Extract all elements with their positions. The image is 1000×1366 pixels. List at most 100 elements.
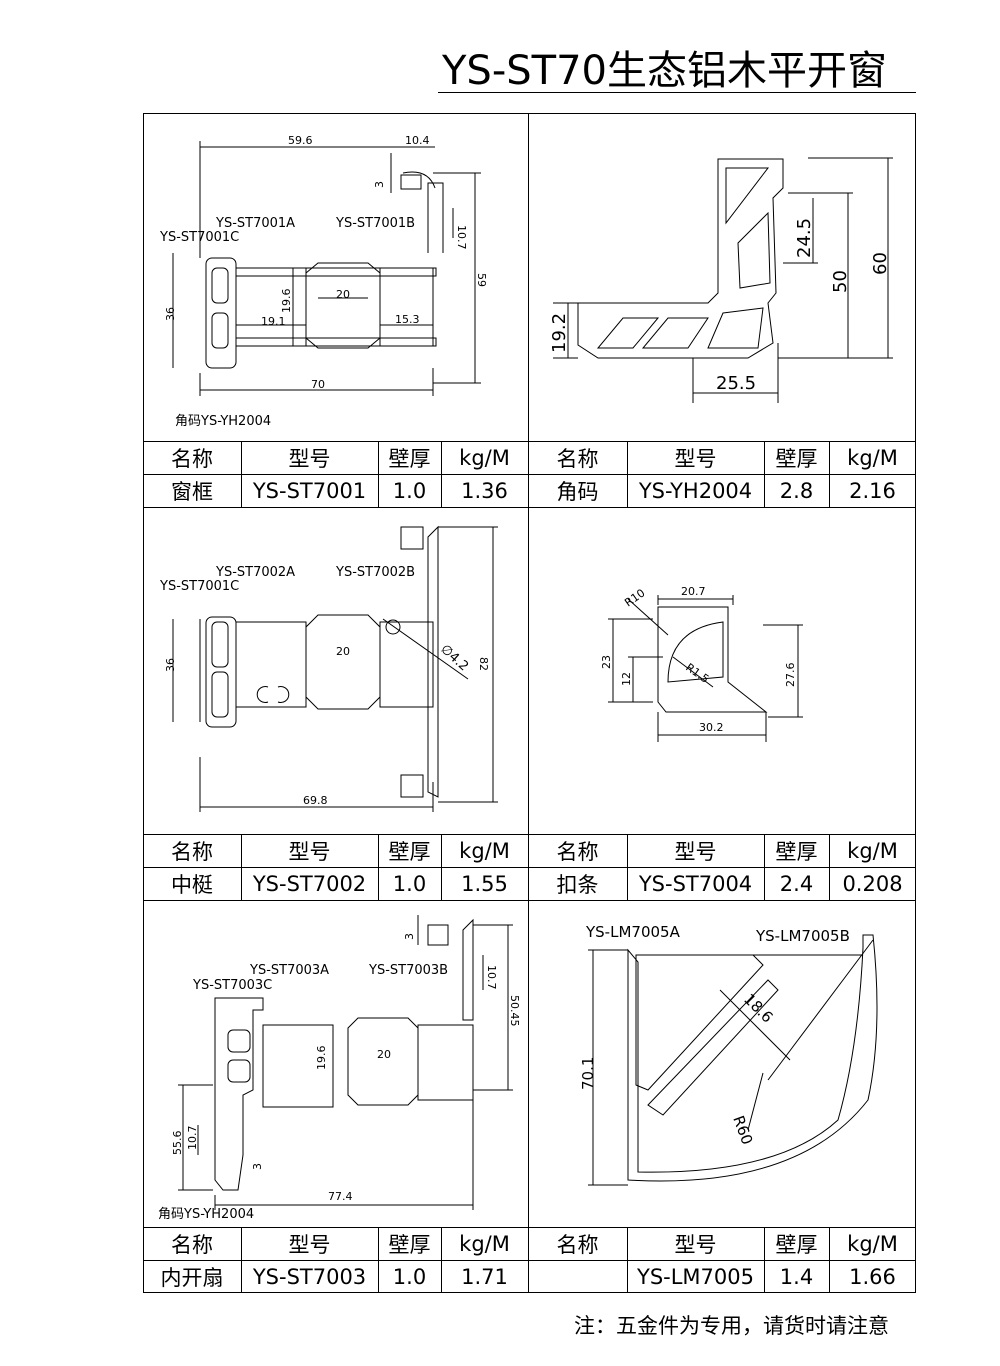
footer-note: 注：五金件为专用，请货时请注意 <box>574 1314 889 1338</box>
header-weight: kg/M <box>459 445 510 470</box>
header-thickness: 壁厚 <box>775 446 818 471</box>
dim-label: 19.1 <box>261 315 286 328</box>
dim-label: 3 <box>251 1163 264 1170</box>
dim-label: 10.7 <box>455 225 468 250</box>
header-name: 名称 <box>171 1232 213 1257</box>
dim-label: 36 <box>164 658 177 672</box>
row-thickness: 2.8 <box>779 478 814 503</box>
row-name: 窗框 <box>171 479 213 504</box>
dim-label: 23 <box>600 655 613 669</box>
dim-label: 50 <box>830 270 851 293</box>
dim-label: 77.4 <box>328 1190 353 1203</box>
divider <box>378 1227 379 1293</box>
divider <box>627 834 628 900</box>
row-weight: 1.55 <box>461 871 508 896</box>
dim-label: 3 <box>373 181 386 188</box>
part-label: YS-ST7003A <box>249 963 329 978</box>
dim-label: 20 <box>336 645 350 658</box>
row-weight: 1.66 <box>849 1264 896 1289</box>
divider <box>143 507 916 508</box>
dim-label: 25.5 <box>716 373 756 394</box>
divider <box>378 834 379 900</box>
divider <box>143 867 916 868</box>
part-label: YS-ST7001A <box>215 216 295 231</box>
divider <box>241 834 242 900</box>
divider <box>441 1227 442 1293</box>
header-weight: kg/M <box>847 1231 898 1256</box>
header-thickness: 壁厚 <box>775 1232 818 1257</box>
divider <box>829 1227 830 1293</box>
divider <box>143 441 916 442</box>
dim-label: 3 <box>403 933 416 940</box>
divider <box>241 1227 242 1293</box>
frame-profile-drawing: 59.6 10.4 3 10.7 59 36 19.6 20 19.1 15.3… <box>159 134 488 429</box>
row-weight: 0.208 <box>842 871 903 896</box>
divider <box>441 441 442 507</box>
dim-label: 27.6 <box>784 663 797 688</box>
header-model: 型号 <box>674 839 717 864</box>
row-thickness: 1.0 <box>392 1264 427 1289</box>
divider <box>627 441 628 507</box>
center-divider <box>528 113 529 1293</box>
header-thickness: 壁厚 <box>388 839 431 864</box>
dim-label: 19.6 <box>280 289 293 314</box>
dim-label: 60 <box>870 252 891 275</box>
divider <box>829 834 830 900</box>
divider <box>378 441 379 507</box>
row-model: YS-ST7003 <box>252 1264 367 1289</box>
part-label: YS-ST7003C <box>192 978 272 993</box>
part-label: YS-ST7002B <box>335 565 415 580</box>
header-weight: kg/M <box>459 1231 510 1256</box>
divider <box>241 441 242 507</box>
header-model: 型号 <box>288 839 331 864</box>
dim-label: R10 <box>622 586 647 609</box>
header-thickness: 壁厚 <box>775 839 818 864</box>
dim-label: 59 <box>475 273 488 287</box>
dim-label: 18.6 <box>740 990 776 1026</box>
row-thickness: 1.0 <box>392 478 427 503</box>
row-model: YS-LM7005 <box>637 1264 754 1289</box>
header-weight: kg/M <box>459 838 510 863</box>
row-thickness: 1.4 <box>779 1264 814 1289</box>
dim-label: 30.2 <box>699 721 724 734</box>
title-underline <box>438 92 916 93</box>
part-label: YS-ST7001C <box>159 230 239 245</box>
divider <box>627 1227 628 1293</box>
corner-key-drawing: 24.5 50 60 19.2 25.5 <box>549 157 893 403</box>
row-model: YS-ST7001 <box>252 478 367 503</box>
divider <box>143 474 916 475</box>
row-thickness: 1.0 <box>392 871 427 896</box>
header-model: 型号 <box>288 446 331 471</box>
row-model: YS-ST7002 <box>252 871 367 896</box>
dim-label: 20 <box>377 1048 391 1061</box>
header-thickness: 壁厚 <box>388 446 431 471</box>
divider <box>143 1227 916 1228</box>
dim-label: 70 <box>311 378 325 391</box>
divider <box>143 1260 916 1261</box>
header-thickness: 壁厚 <box>388 1232 431 1257</box>
row-name: 中梃 <box>171 872 213 897</box>
dim-label: 15.3 <box>395 313 420 326</box>
mullion-profile-drawing: 36 20 ∅4.2 82 69.8 YS-ST7002A YS-ST7002B… <box>159 525 498 812</box>
part-label: YS-LM7005B <box>755 927 850 945</box>
dim-label: 70.1 <box>579 1057 597 1090</box>
dim-label: 19.2 <box>549 313 570 353</box>
row-thickness: 2.4 <box>779 871 814 896</box>
dim-label: 59.6 <box>288 134 313 147</box>
header-model: 型号 <box>674 446 717 471</box>
dim-label: 69.8 <box>303 794 328 807</box>
header-weight: kg/M <box>847 445 898 470</box>
dim-label: 24.5 <box>794 218 815 258</box>
row-weight: 1.71 <box>461 1264 508 1289</box>
sash-profile-drawing: 3 10.7 50.45 19.6 20 55.6 10.7 3 77.4 YS… <box>158 915 521 1222</box>
divider <box>764 834 765 900</box>
row-name: 内开扇 <box>160 1265 224 1290</box>
dim-label: 10.4 <box>405 134 430 147</box>
dim-label: 12 <box>620 672 633 686</box>
row-model: YS-ST7004 <box>638 871 753 896</box>
row-model: YS-YH2004 <box>638 478 753 503</box>
part-label: YS-ST7003B <box>368 963 448 978</box>
divider <box>441 834 442 900</box>
row-name <box>528 1260 627 1293</box>
header-model: 型号 <box>288 1232 331 1257</box>
